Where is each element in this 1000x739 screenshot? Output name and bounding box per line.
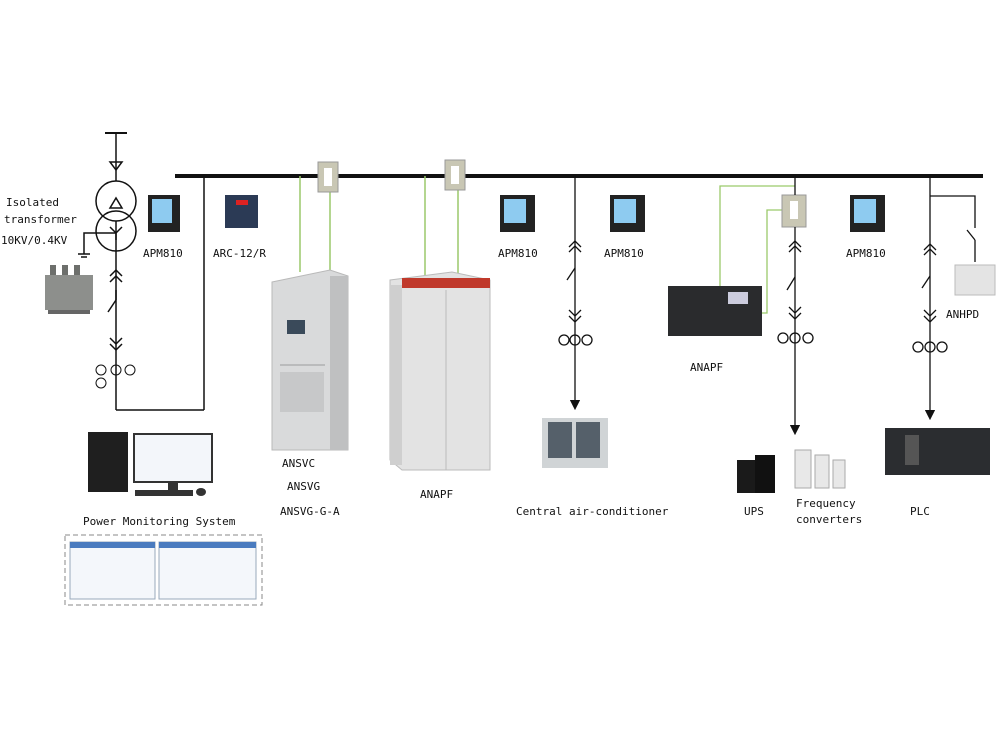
plc-image xyxy=(885,428,990,475)
ups-feeder xyxy=(777,176,814,436)
frequency-converters-image xyxy=(794,449,846,489)
transformer-rating: 10KV/0.4KV xyxy=(1,234,68,247)
plc-label: PLC xyxy=(910,505,930,518)
apm810-label-4: APM810 xyxy=(846,247,886,260)
arc-12r-controller xyxy=(225,195,258,228)
frequency-converters-label-1: Frequency xyxy=(796,497,856,510)
anhpd-label: ANHPD xyxy=(946,308,979,321)
anapf-rack-signal-lines xyxy=(719,185,795,314)
ct-sensor-3 xyxy=(781,194,807,228)
ct-sensor-1 xyxy=(317,161,339,193)
ansvg-g-a-label: ANSVG-G-A xyxy=(280,505,340,518)
ansvc-label: ANSVC xyxy=(282,457,315,470)
apm810-meter-1 xyxy=(148,195,180,232)
anapf-signal-lines xyxy=(424,176,459,280)
apm810-meter-4 xyxy=(850,195,885,232)
current-transformer-symbols xyxy=(95,364,136,389)
transformer-feeder xyxy=(78,132,205,411)
ansvg-label: ANSVG xyxy=(287,480,320,493)
monitoring-pc-image xyxy=(88,432,213,496)
anhpd-image xyxy=(954,264,996,296)
ups-image xyxy=(737,455,775,493)
apm810-meter-3 xyxy=(610,195,645,232)
central-air-conditioner-label: Central air-conditioner xyxy=(516,505,669,518)
apm810-meter-2 xyxy=(500,195,535,232)
transformer-label-2: transformer xyxy=(4,213,77,226)
apm810-label-3: APM810 xyxy=(604,247,644,260)
monitoring-screenshots xyxy=(64,534,263,606)
apm810-label-2: APM810 xyxy=(498,247,538,260)
ansvc-cabinet xyxy=(271,269,349,451)
frequency-converters-label-2: converters xyxy=(796,513,862,526)
anapf-cabinet-label: ANAPF xyxy=(420,488,453,501)
apm810-label-1: APM810 xyxy=(143,247,183,260)
arc-12r-label: ARC-12/R xyxy=(213,247,266,260)
transformer-label-1: Isolated xyxy=(6,196,59,209)
ansvc-signal-lines xyxy=(299,176,331,272)
anapf-cabinet xyxy=(389,271,491,471)
ac-feeder xyxy=(558,176,593,411)
monitoring-system-label: Power Monitoring System xyxy=(83,515,236,528)
ups-label: UPS xyxy=(744,505,764,518)
transformer-image xyxy=(45,265,93,314)
plc-feeder xyxy=(912,176,976,421)
anapf-rack-image xyxy=(668,286,762,336)
ct-sensor-2 xyxy=(444,159,466,191)
anapf-rack-label: ANAPF xyxy=(690,361,723,374)
central-air-conditioner-image xyxy=(542,418,608,468)
